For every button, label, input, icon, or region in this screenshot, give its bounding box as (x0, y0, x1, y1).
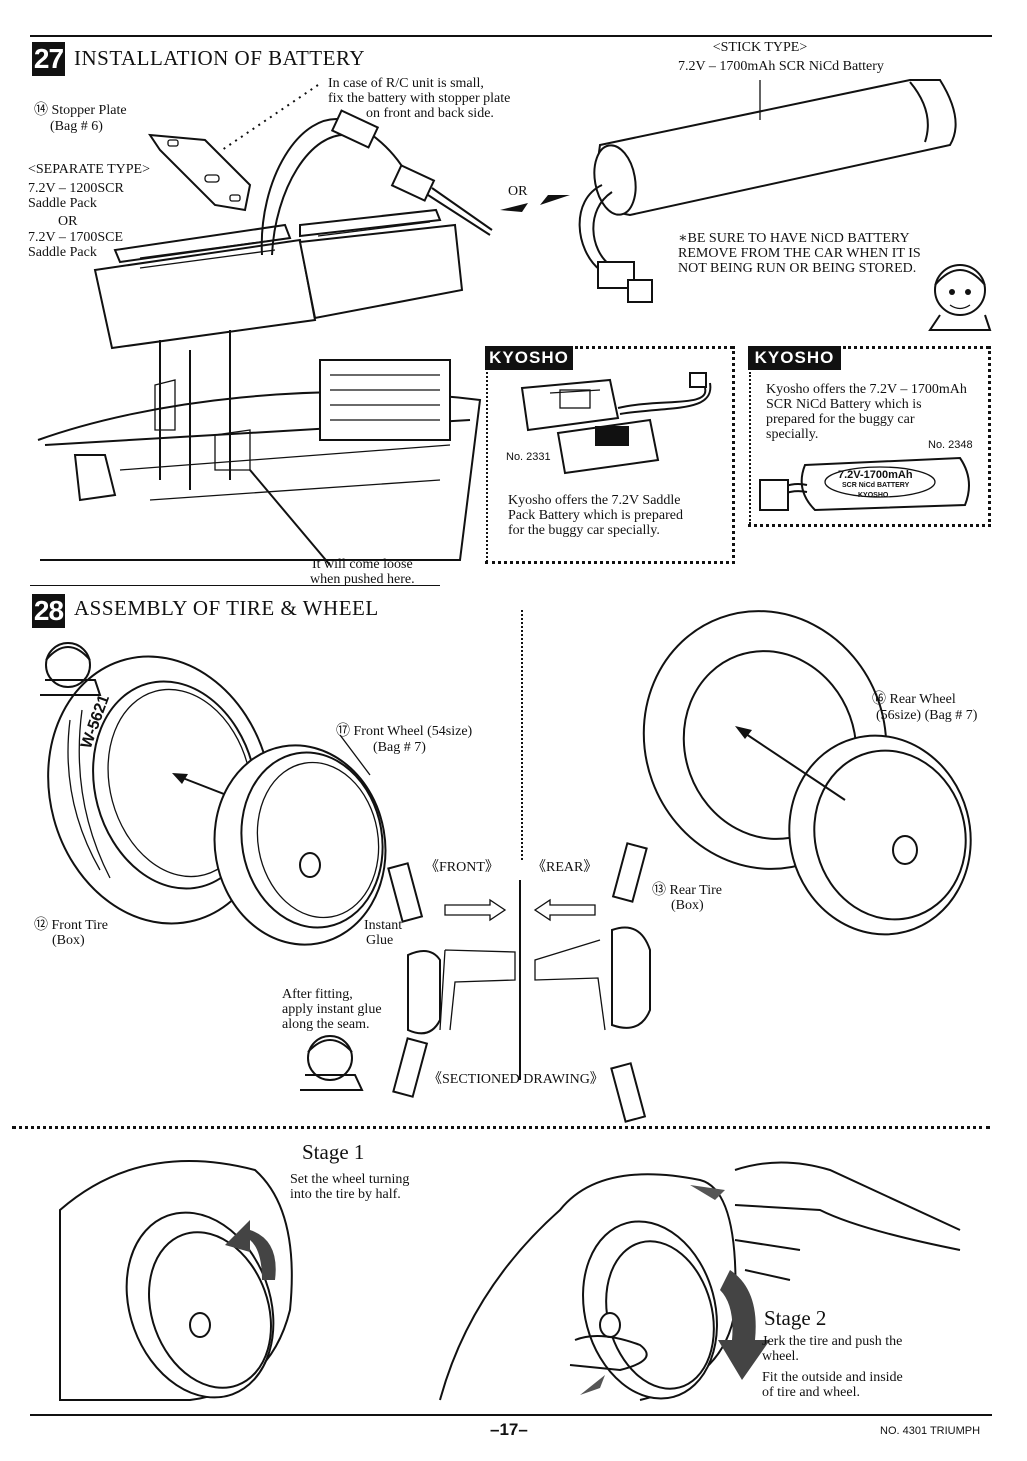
stick-battery-product-illustration (759, 456, 970, 512)
ad-stick-top-dots (843, 346, 989, 349)
ad-stick-part-no: No. 2348 (928, 439, 973, 451)
ad-saddle-text-2: Pack Battery which is prepared (508, 508, 683, 523)
separate-option-4: Saddle Pack (28, 245, 97, 260)
front-label: 《FRONT》 (425, 860, 499, 875)
separate-option-3: 7.2V – 1700SCE (28, 230, 124, 245)
front-wheel-bag: (Bag # 7) (373, 740, 426, 755)
tire-wheel-illustration (40, 610, 972, 1123)
stage-2-text-2: wheel. (762, 1349, 799, 1364)
battery-installation-illustration (37, 79, 992, 566)
saddle-pack-product-illustration (520, 372, 712, 475)
ad-stick-label-3: KYOSHO (858, 492, 889, 499)
ad-saddle-top-dots (575, 346, 733, 349)
bottom-rule (30, 1414, 992, 1416)
stopper-plate-label: ⑭ Stopper Plate (34, 103, 127, 118)
step-27-badge: 27 (32, 42, 65, 76)
top-rule (30, 35, 992, 37)
front-tire-box: (Box) (52, 933, 85, 948)
section-27-bottom-rule (30, 585, 440, 586)
section-27-title: INSTALLATION OF BATTERY (74, 46, 365, 70)
rear-tire-label: ⑬ Rear Tire (652, 883, 722, 898)
ad-stick-brand: KYOSHO (748, 346, 841, 370)
ad-stick-label-1: 7.2V-1700mAh (838, 469, 913, 481)
small-unit-note-3: on front and back side. (366, 106, 494, 121)
ad-stick-text-2: SCR NiCd Battery which is (766, 397, 922, 412)
ad-stick-label-2: SCR NiCd BATTERY (842, 482, 910, 489)
ad-stick-text-4: specially. (766, 427, 819, 442)
after-fitting-2: apply instant glue (282, 1002, 382, 1017)
separate-or: OR (58, 214, 78, 229)
ad-saddle-text-1: Kyosho offers the 7.2V Saddle (508, 493, 681, 508)
section-28-title: ASSEMBLY OF TIRE & WHEEL (74, 596, 379, 620)
small-unit-note-1: In case of R/C unit is small, (328, 76, 484, 91)
warning-line-2: REMOVE FROM THE CAR WHEN IT IS (678, 246, 921, 261)
or-label: OR (508, 184, 528, 199)
stage-2-text-1: Jerk the tire and push the (762, 1334, 903, 1349)
separate-option-2: Saddle Pack (28, 196, 97, 211)
after-fitting-1: After fitting, (282, 987, 353, 1002)
stage-2-text-3: Fit the outside and inside (762, 1370, 903, 1385)
ad-stick-left-dots (749, 372, 751, 524)
model-number: NO. 4301 TRIUMPH (880, 1425, 981, 1437)
rear-wheel-bag: (56size) (Bag # 7) (876, 708, 978, 723)
page-number: –17– (490, 1420, 528, 1439)
ad-stick-text-1: Kyosho offers the 7.2V – 1700mAh (766, 382, 967, 397)
loose-note-2: when pushed here. (310, 572, 415, 587)
ad-saddle-text-3: for the buggy car specially. (508, 523, 660, 538)
stage-1-text-1: Set the wheel turning (290, 1172, 410, 1187)
stopper-plate-bag: (Bag # 6) (50, 119, 103, 134)
warning-line-3: NOT BEING RUN OR BEING STORED. (678, 261, 917, 276)
stick-type-label: <STICK TYPE> (712, 40, 808, 55)
after-fitting-3: along the seam. (282, 1017, 370, 1032)
sectioned-drawing-label: 《SECTIONED DRAWING》 (428, 1072, 604, 1087)
stage-illustrations (59, 1160, 961, 1401)
front-tire-label: ⑫ Front Tire (34, 918, 108, 933)
instant-glue-1: Instant (364, 918, 403, 933)
section-28-divider (521, 610, 523, 860)
instant-glue-2: Glue (366, 933, 394, 948)
warning-line-1: ∗BE SURE TO HAVE NiCD BATTERY (678, 231, 910, 246)
stick-battery-label: 7.2V – 1700mAh SCR NiCd Battery (678, 59, 884, 74)
rear-wheel-label: ⑯ Rear Wheel (872, 692, 956, 707)
stage-1-title: Stage 1 (302, 1140, 365, 1164)
ad-saddle-part-no: No. 2331 (506, 451, 551, 463)
ad-stick-battery (748, 346, 991, 527)
ad-saddle-pack (485, 346, 735, 564)
separate-type-label: <SEPARATE TYPE> (28, 162, 150, 177)
ad-saddle-brand: KYOSHO (485, 346, 573, 370)
ad-stick-text-3: prepared for the buggy car (766, 412, 915, 427)
rear-tire-box: (Box) (671, 898, 704, 913)
stage-2-title: Stage 2 (764, 1306, 827, 1330)
stage-2-text-4: of tire and wheel. (762, 1385, 860, 1400)
separate-option-1: 7.2V – 1200SCR (28, 181, 124, 196)
front-wheel-label: ⑰ Front Wheel (54size) (336, 724, 473, 739)
step-28-badge: 28 (32, 594, 65, 628)
stage-1-text-2: into the tire by half. (290, 1187, 401, 1202)
ad-saddle-left-dots (486, 372, 488, 562)
stage-separator (12, 1126, 990, 1129)
rear-label: 《REAR》 (532, 860, 598, 875)
small-unit-note-2: fix the battery with stopper plate (328, 91, 511, 106)
